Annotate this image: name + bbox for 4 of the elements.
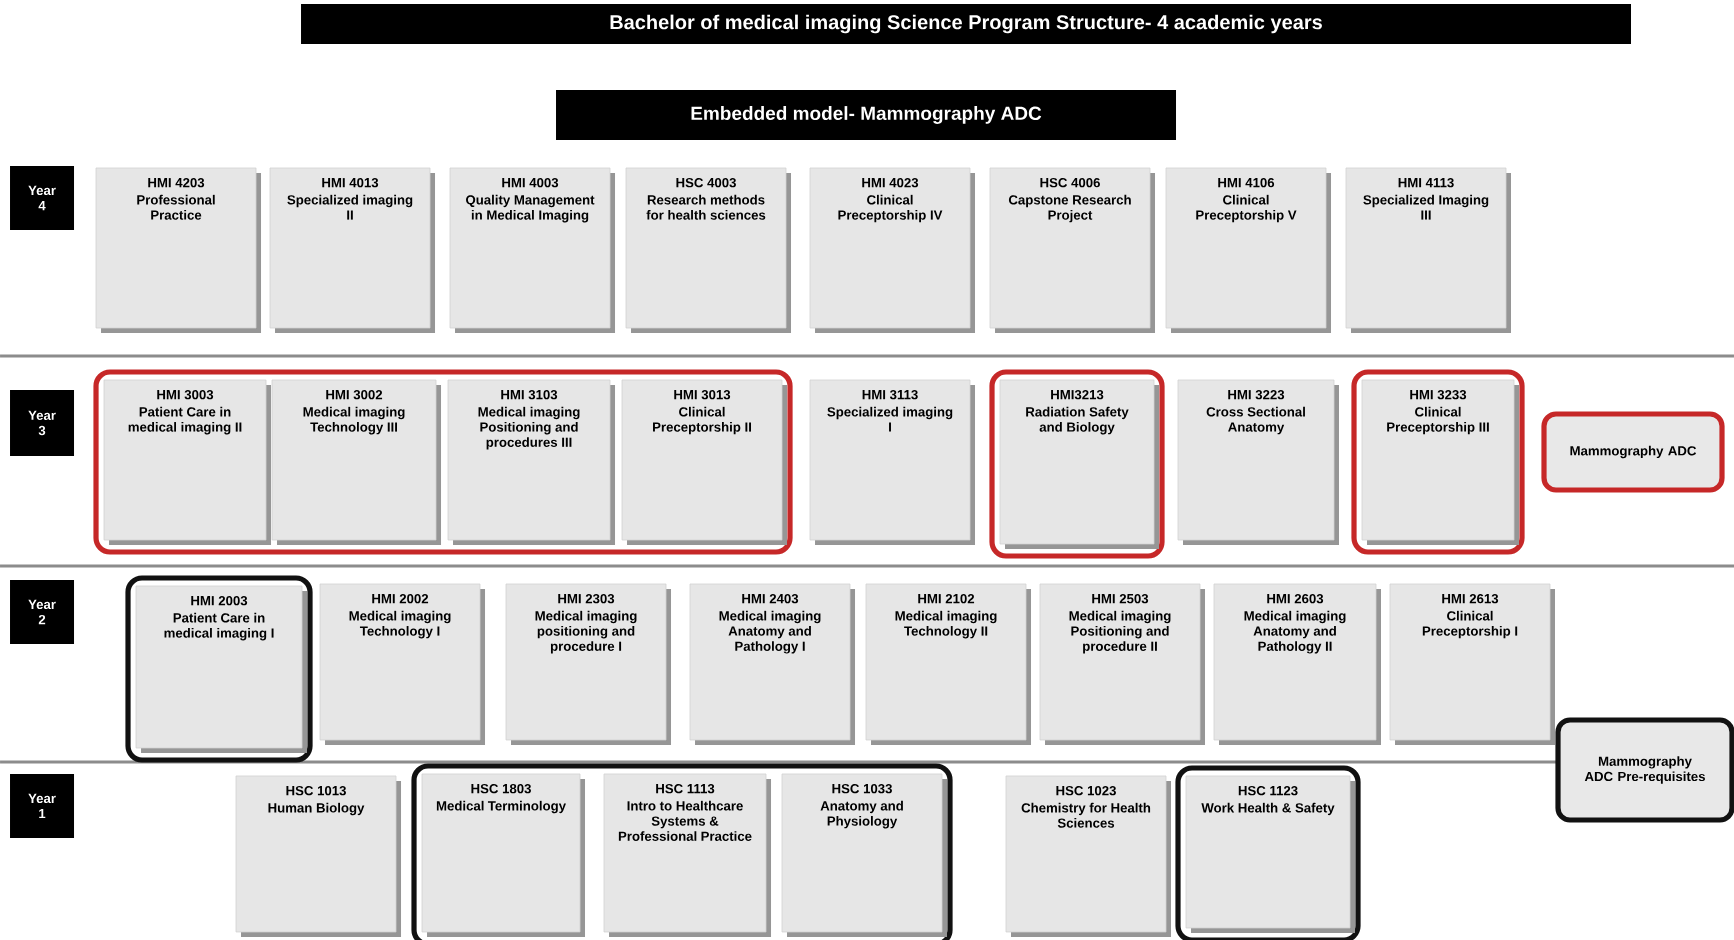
title-bar: Bachelor of medical imaging Science Program Structure- 4 academic years [301, 4, 1631, 44]
highlight-frame [411, 763, 953, 940]
subtitle-band: Embedded model- Mammography ADC [556, 90, 1176, 140]
highlight-frame [93, 369, 793, 555]
